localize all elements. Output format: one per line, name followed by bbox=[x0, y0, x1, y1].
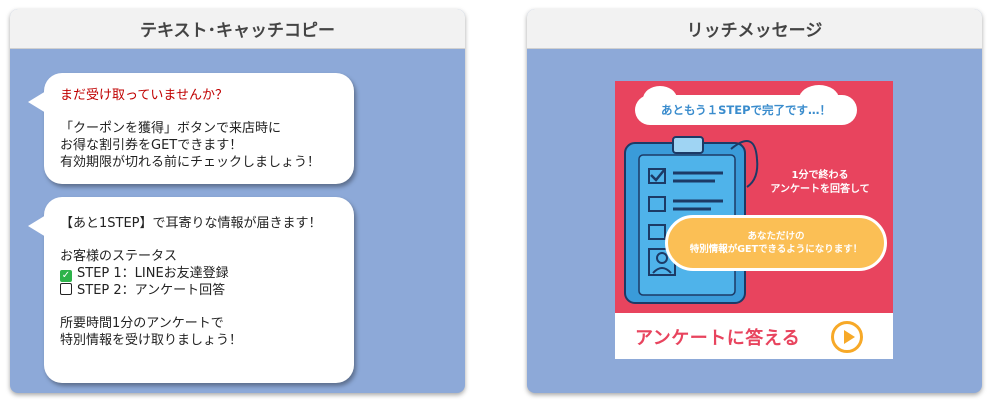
bubble-line: 特別情報を受け取りましょう！ bbox=[60, 333, 243, 348]
survey-caption: 1分で終わる アンケートを回答して bbox=[770, 170, 870, 195]
rich-message-panel: リッチメッセージ あともう１STEPで完了です…！ 1分で終わる アンケートを回… bbox=[527, 9, 982, 393]
bubble-line: 有効期限が切れる前にチェックしましょう！ bbox=[60, 155, 321, 170]
unchecked-box-icon bbox=[60, 283, 72, 295]
rich-message-card[interactable]: あともう１STEPで完了です…！ 1分で終わる アンケートを回答して あなただけ… bbox=[615, 81, 893, 359]
chat-bubble-step: 【あと1STEP】で耳寄りな情報が届きます！ お客様のステータス ✓ STEP 1… bbox=[28, 197, 354, 383]
bubble-headline: 【あと1STEP】で耳寄りな情報が届きます！ bbox=[60, 216, 322, 231]
panel-title: テキスト･キャッチコピー bbox=[10, 9, 465, 49]
bubble-line: 所要時間1分のアンケートで bbox=[60, 316, 224, 331]
checked-box-icon: ✓ bbox=[60, 270, 72, 282]
bubble-line: 「クーポンを獲得」ボタンで来店時に bbox=[60, 121, 282, 136]
bubble-headline: まだ受け取っていませんか？ bbox=[60, 88, 228, 103]
status-title: お客様のステータス bbox=[60, 249, 178, 264]
status-cloud: あともう１STEPで完了です…！ bbox=[635, 85, 857, 125]
text-catchcopy-panel: テキスト･キャッチコピー まだ受け取っていませんか？ 「クーポンを獲得」ボタンで… bbox=[10, 9, 465, 393]
chat-bubble-coupon: まだ受け取っていませんか？ 「クーポンを獲得」ボタンで来店時に お得な割引券をG… bbox=[28, 73, 354, 184]
panel-title: リッチメッセージ bbox=[527, 9, 982, 49]
play-icon[interactable] bbox=[831, 321, 863, 353]
step1-label: STEP 1：LINEお友達登録 bbox=[77, 266, 229, 281]
step2-label: STEP 2：アンケート回答 bbox=[77, 283, 226, 298]
benefit-oval: あなただけの 特別情報がGETできるようになります！ bbox=[665, 215, 887, 271]
step1-row: ✓ STEP 1：LINEお友達登録 bbox=[60, 265, 338, 282]
step2-row: STEP 2：アンケート回答 bbox=[60, 282, 338, 299]
answer-survey-button[interactable]: アンケートに答える bbox=[635, 328, 801, 349]
bubble-line: お得な割引券をGETできます！ bbox=[60, 138, 243, 153]
